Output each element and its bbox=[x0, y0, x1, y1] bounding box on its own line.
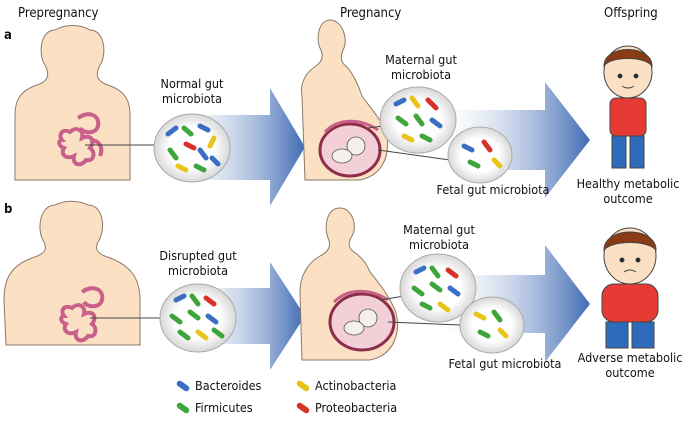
label-normal-gut: Normal gut microbiota bbox=[160, 76, 224, 106]
firmicutes-swatch-icon bbox=[175, 401, 191, 414]
panel-letter-a: a bbox=[4, 28, 12, 43]
header-prepregnancy: Prepregnancy bbox=[18, 6, 99, 21]
legend-firmicutes-label: Firmicutes bbox=[195, 400, 253, 415]
microbes-fetal-a bbox=[461, 139, 503, 169]
intestine-b bbox=[59, 286, 105, 343]
legend-proteobacteria-label: Proteobacteria bbox=[315, 400, 398, 415]
legend-bacteroides-label: Bacteroides bbox=[195, 378, 262, 393]
proteobacteria-swatch-icon bbox=[295, 401, 311, 414]
microbes-maternal-a bbox=[393, 95, 443, 143]
fetus-b bbox=[343, 308, 378, 336]
label-fetal-gut-a: Fetal gut microbiota bbox=[436, 182, 550, 197]
legend-actinobacteria: Actinobacteria bbox=[295, 378, 397, 393]
header-offspring: Offspring bbox=[604, 6, 658, 21]
microbes-normal bbox=[165, 123, 221, 173]
child-adverse bbox=[601, 227, 659, 349]
header-pregnancy: Pregnancy bbox=[340, 6, 402, 21]
microbe-circle-fetal-b bbox=[459, 296, 525, 354]
legend-bacteroides: Bacteroides bbox=[175, 378, 262, 393]
label-healthy-outcome: Healthy metabolic outcome bbox=[576, 176, 680, 206]
panel-letter-b: b bbox=[4, 202, 13, 217]
fetus-a bbox=[331, 136, 366, 164]
child-healthy bbox=[603, 45, 653, 169]
woman-slim-a bbox=[14, 25, 131, 181]
legend-firmicutes: Firmicutes bbox=[175, 400, 253, 415]
microbe-circle-fetal-a bbox=[447, 126, 513, 184]
label-adverse-outcome: Adverse metabolic outcome bbox=[577, 350, 683, 380]
woman-obese-b bbox=[3, 200, 141, 346]
microbes-disrupted bbox=[169, 293, 225, 341]
label-fetal-gut-b: Fetal gut microbiota bbox=[448, 356, 562, 371]
actinobacteria-swatch-icon bbox=[295, 379, 311, 392]
legend-actinobacteria-label: Actinobacteria bbox=[315, 378, 397, 393]
legend-proteobacteria: Proteobacteria bbox=[295, 400, 398, 415]
label-disrupted-gut: Disrupted gut microbiota bbox=[159, 248, 237, 278]
bacteroides-swatch-icon bbox=[175, 379, 191, 392]
label-maternal-gut-b: Maternal gut microbiota bbox=[403, 222, 475, 252]
microbes-maternal-b bbox=[411, 265, 461, 313]
microbes-fetal-b bbox=[473, 309, 509, 339]
intestine-a bbox=[57, 112, 104, 167]
label-maternal-gut-a: Maternal gut microbiota bbox=[385, 52, 457, 82]
